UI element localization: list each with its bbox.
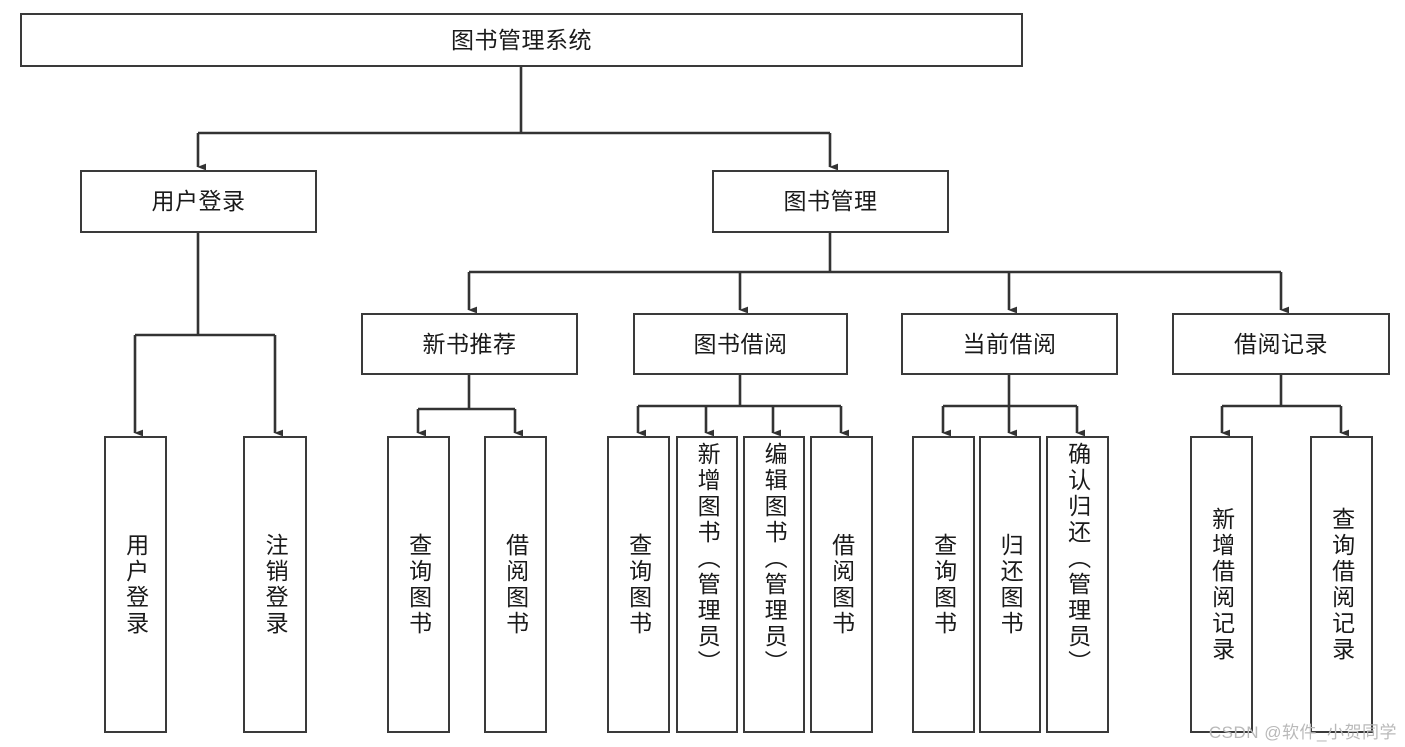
- node-book-management[interactable]: 图书管理: [712, 170, 949, 233]
- node-borrow-record[interactable]: 借阅记录: [1172, 313, 1390, 375]
- leaf-add-borrow-record[interactable]: 新增借阅记录: [1190, 436, 1253, 733]
- node-user-login-label: 用户登录: [151, 188, 246, 215]
- leaf-user-login-label: 用户登录: [122, 532, 149, 637]
- node-book-management-label: 图书管理: [783, 188, 878, 215]
- node-current-borrow[interactable]: 当前借阅: [901, 313, 1118, 375]
- leaf-query-book-current[interactable]: 查询图书: [912, 436, 975, 733]
- node-user-login[interactable]: 用户登录: [80, 170, 317, 233]
- leaf-user-login[interactable]: 用户登录: [104, 436, 167, 733]
- node-root-book-management-system[interactable]: 图书管理系统: [20, 13, 1023, 67]
- leaf-query-book-recommend-label: 查询图书: [405, 532, 432, 637]
- node-new-book-recommend-label: 新书推荐: [422, 330, 517, 357]
- leaf-logout-login[interactable]: 注销登录: [243, 436, 307, 733]
- leaf-confirm-return-label: 确认归还（管理员）: [1064, 442, 1091, 676]
- leaf-query-book-borrow-label: 查询图书: [625, 532, 652, 637]
- leaf-edit-book-label: 编辑图书（管理员）: [761, 442, 788, 676]
- leaf-query-book-recommend[interactable]: 查询图书: [387, 436, 450, 733]
- leaf-return-book-label: 归还图书: [997, 532, 1024, 637]
- leaf-edit-book[interactable]: 编辑图书（管理员）: [743, 436, 805, 733]
- leaf-logout-login-label: 注销登录: [262, 532, 289, 637]
- leaf-add-book[interactable]: 新增图书（管理员）: [676, 436, 738, 733]
- leaf-query-book-borrow[interactable]: 查询图书: [607, 436, 670, 733]
- node-new-book-recommend[interactable]: 新书推荐: [361, 313, 578, 375]
- leaf-borrow-book-borrow-label: 借阅图书: [828, 532, 855, 637]
- leaf-query-borrow-record[interactable]: 查询借阅记录: [1310, 436, 1373, 733]
- node-root-label: 图书管理系统: [451, 26, 592, 53]
- leaf-add-book-label: 新增图书（管理员）: [694, 442, 721, 676]
- leaf-add-borrow-record-label: 新增借阅记录: [1208, 506, 1235, 663]
- leaf-query-book-current-label: 查询图书: [930, 532, 957, 637]
- leaf-return-book[interactable]: 归还图书: [979, 436, 1041, 733]
- leaf-query-borrow-record-label: 查询借阅记录: [1328, 506, 1355, 663]
- node-book-borrow-label: 图书借阅: [693, 330, 788, 357]
- leaf-confirm-return[interactable]: 确认归还（管理员）: [1046, 436, 1109, 733]
- leaf-borrow-book-recommend-label: 借阅图书: [502, 532, 529, 637]
- node-book-borrow[interactable]: 图书借阅: [633, 313, 848, 375]
- node-current-borrow-label: 当前借阅: [962, 330, 1057, 357]
- node-borrow-record-label: 借阅记录: [1234, 330, 1328, 357]
- leaf-borrow-book-recommend[interactable]: 借阅图书: [484, 436, 547, 733]
- leaf-borrow-book-borrow[interactable]: 借阅图书: [810, 436, 873, 733]
- csdn-watermark: CSDN @软件_小贺同学: [1208, 723, 1397, 742]
